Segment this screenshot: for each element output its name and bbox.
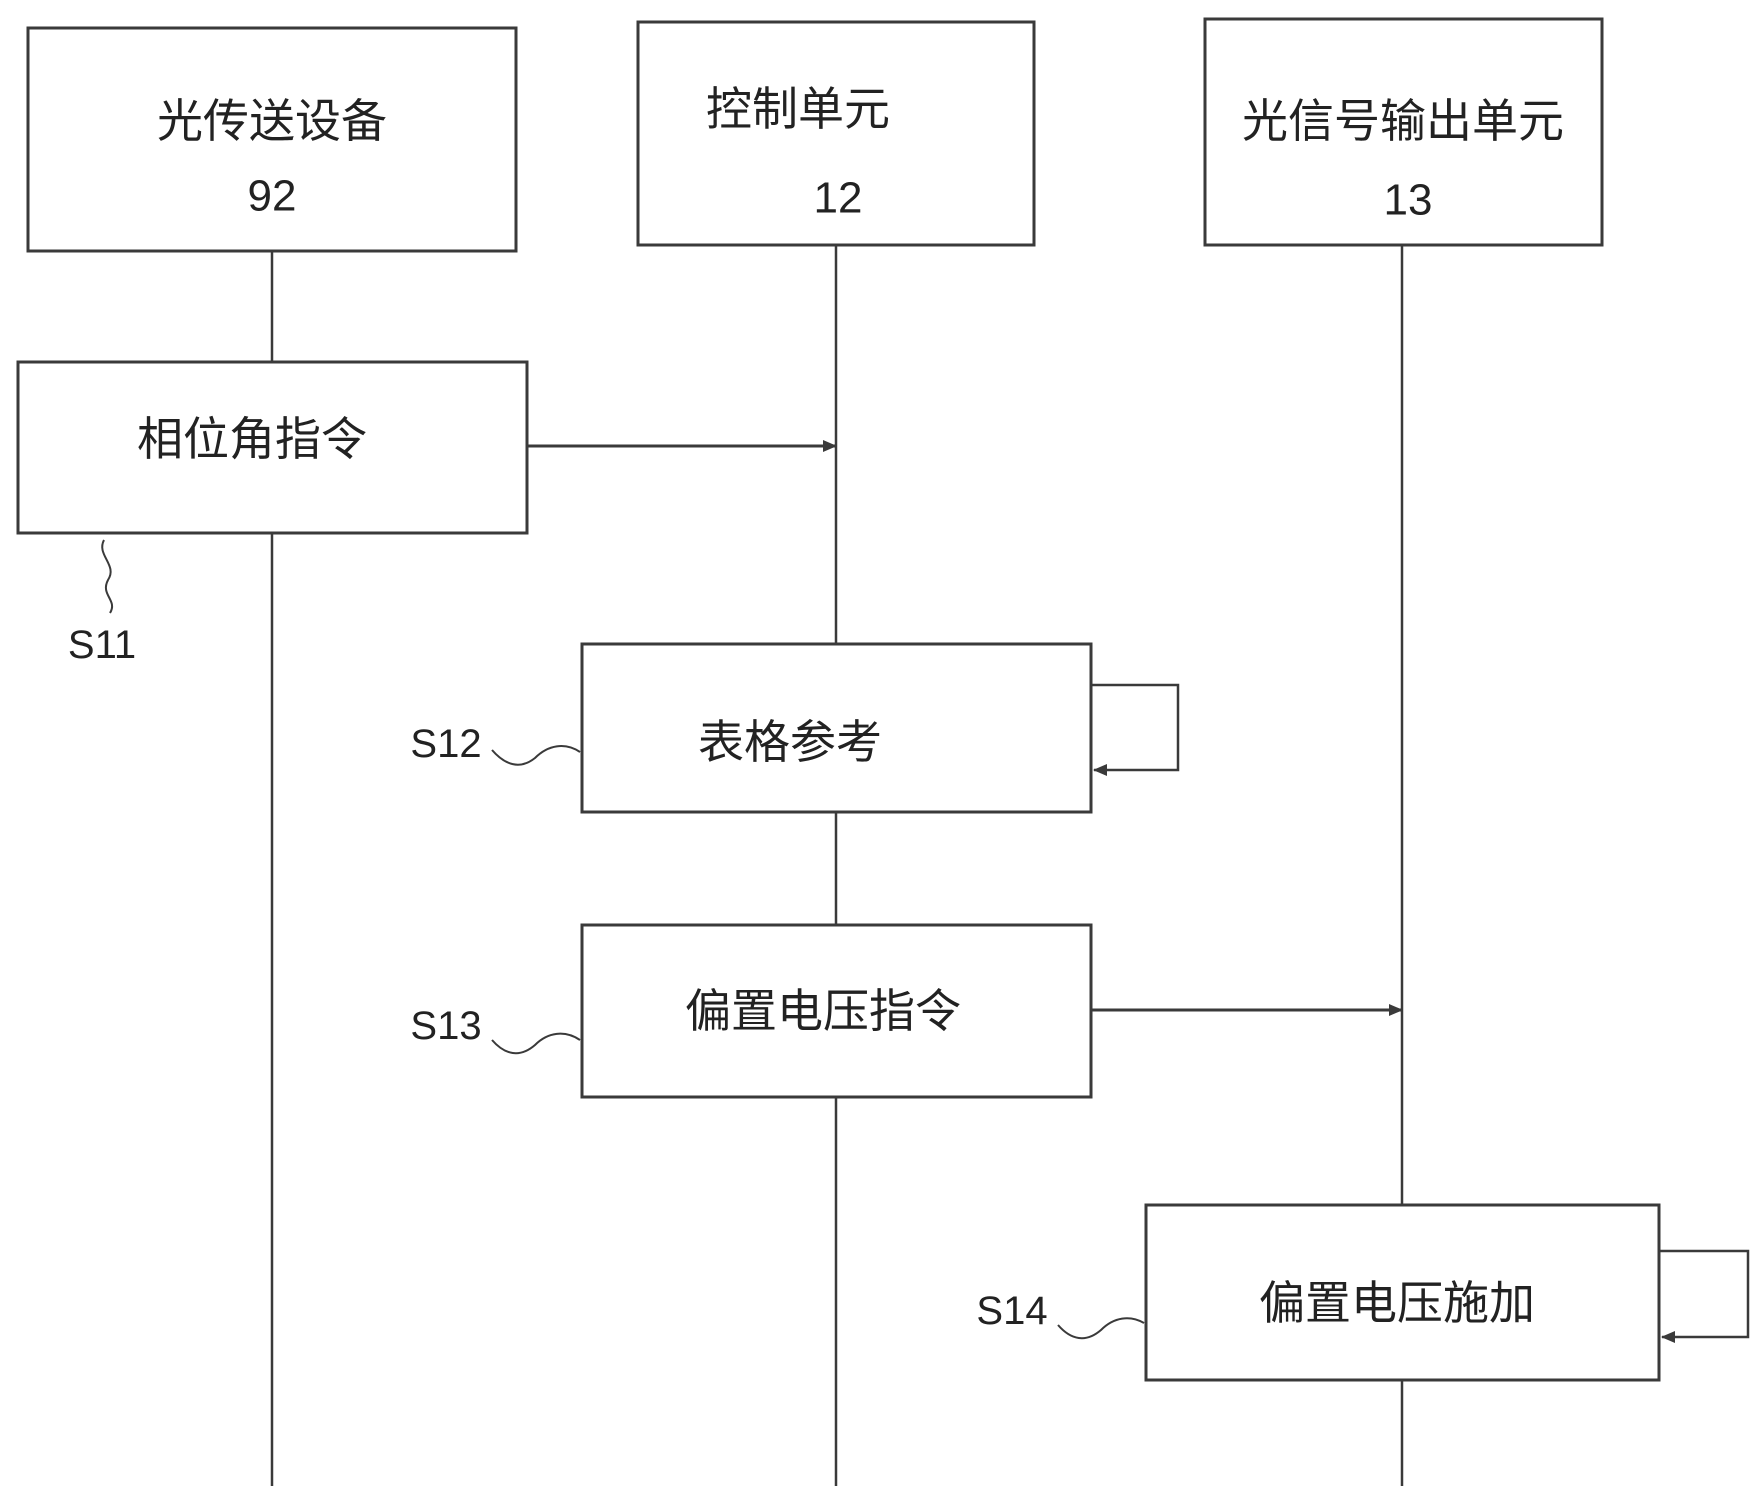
participant-p2-name: 控制单元 <box>706 82 890 136</box>
step-s11-box <box>16 360 529 535</box>
step-s14: 偏置电压施加 S14 <box>976 1203 1750 1382</box>
participant-p2-number: 12 <box>814 174 863 223</box>
step-s12-leader <box>491 745 581 766</box>
step-s13-leader <box>491 1032 581 1055</box>
step-s14-label: 偏置电压施加 <box>1259 1276 1535 1330</box>
step-s14-code: S14 <box>976 1289 1047 1333</box>
step-s11: 相位角指令 S11 <box>16 360 837 667</box>
participant-p1-box <box>26 26 518 253</box>
step-s13-label: 偏置电压指令 <box>685 984 961 1038</box>
participant-p2-box <box>636 20 1036 247</box>
participant-p3-box <box>1203 17 1604 247</box>
step-s13-box <box>580 923 1093 1099</box>
participant-p3-name: 光信号输出单元 <box>1242 94 1564 148</box>
step-s12: 表格参考 S12 <box>410 642 1180 814</box>
step-s12-label: 表格参考 <box>698 715 882 769</box>
participant-p1-number: 92 <box>248 172 297 221</box>
participant-p1-name: 光传送设备 <box>157 94 387 148</box>
step-s12-code: S12 <box>410 722 481 766</box>
step-s11-code: S11 <box>68 623 136 667</box>
self-loop-s14 <box>1659 1249 1750 1343</box>
step-s13: 偏置电压指令 S13 <box>410 923 1403 1099</box>
participant-p2: 控制单元 12 <box>636 20 1036 247</box>
step-s13-code: S13 <box>410 1004 481 1048</box>
step-s11-leader <box>101 539 113 614</box>
step-s14-box <box>1144 1203 1661 1382</box>
participant-p3: 光信号输出单元 13 <box>1203 17 1604 247</box>
participant-p1: 光传送设备 92 <box>26 26 518 253</box>
step-s11-label: 相位角指令 <box>137 412 367 466</box>
participant-p3-number: 13 <box>1384 176 1433 225</box>
self-loop-s12 <box>1091 683 1180 776</box>
step-s12-box <box>580 642 1093 814</box>
step-s14-leader <box>1057 1317 1145 1340</box>
